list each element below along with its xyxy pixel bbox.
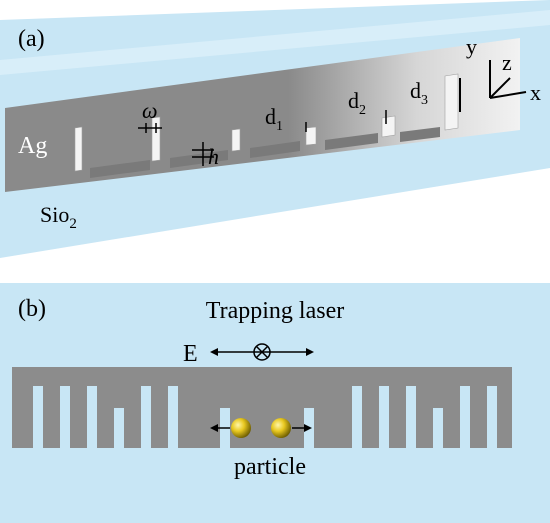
particle-left xyxy=(231,418,251,438)
particle-right xyxy=(271,418,291,438)
axis-z-label: z xyxy=(502,50,512,75)
grating-cross-section xyxy=(12,367,512,448)
trapping-laser-title: Trapping laser xyxy=(206,298,344,324)
e-label: E xyxy=(183,341,198,367)
k-into-page-icon xyxy=(253,343,271,361)
metal-label: Ag xyxy=(18,133,47,159)
tooth xyxy=(250,141,300,158)
tooth xyxy=(90,160,150,178)
panel-b: (b) Trapping laser E K particle xyxy=(0,283,550,523)
panel-a-label: (a) xyxy=(18,26,45,52)
groove xyxy=(381,115,396,138)
width-label: ω xyxy=(142,98,158,123)
axes-icon xyxy=(489,60,527,99)
particle-label: particle xyxy=(234,454,306,480)
particle-left-arrowhead xyxy=(210,424,218,432)
groove xyxy=(444,73,459,131)
tooth xyxy=(170,150,228,168)
substrate-top-face xyxy=(0,10,550,75)
axis-y-label: y xyxy=(466,34,477,59)
height-marker xyxy=(192,142,214,166)
tooth xyxy=(400,127,440,142)
groove xyxy=(74,126,83,172)
width-marker xyxy=(138,123,162,133)
d3-label: d3 xyxy=(410,78,428,108)
panel-b-label: (b) xyxy=(18,296,46,322)
height-label: h xyxy=(208,144,219,169)
d2-label: d2 xyxy=(348,88,366,118)
particle-right-arrowhead xyxy=(304,424,312,432)
d1-label: d1 xyxy=(265,104,283,134)
metal-slab xyxy=(5,38,520,192)
grating-teeth xyxy=(90,127,440,178)
axis-x-label: x xyxy=(530,80,541,105)
tooth xyxy=(325,133,378,150)
e-field-arrowhead-right xyxy=(306,348,314,356)
e-field-arrowhead-left xyxy=(210,348,218,356)
panel-a: (a) Ag Sio2 ω h d1 d2 d3 y z xyxy=(0,0,550,258)
groove xyxy=(305,126,317,146)
substrate-label: Sio2 xyxy=(40,202,77,232)
groove xyxy=(231,128,241,152)
